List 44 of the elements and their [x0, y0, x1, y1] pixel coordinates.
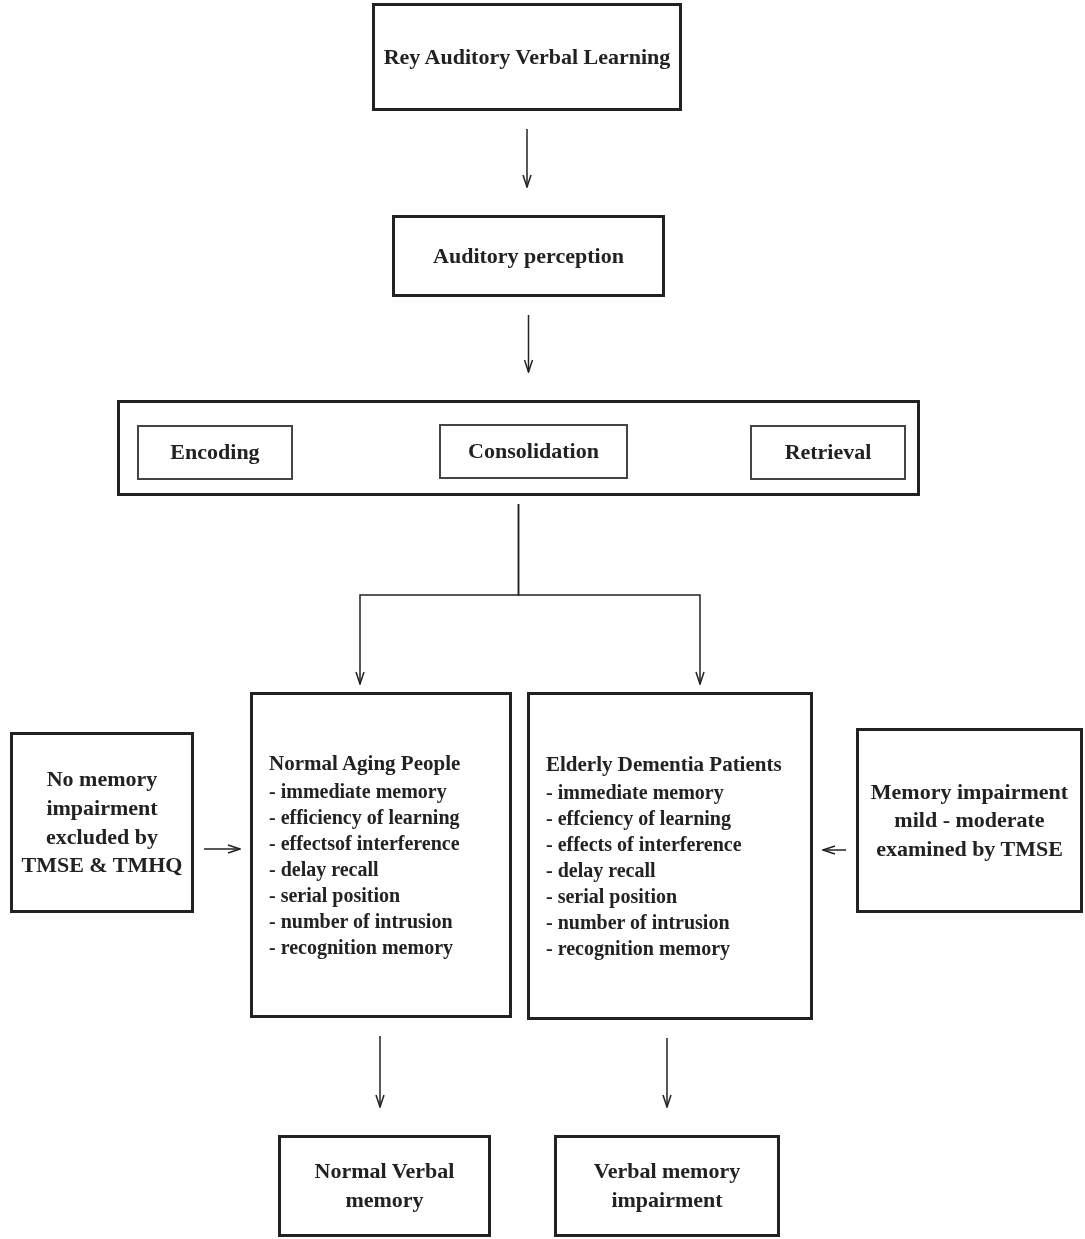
list-item: - delay recall [269, 856, 380, 882]
box-label: Memory impairment mild - moderate examined by TMSE [869, 777, 1070, 863]
process-box [278, 1135, 491, 1237]
box-label: Rey Auditory Verbal Learning [383, 42, 671, 71]
group-box [527, 692, 813, 1020]
list-item: - number of intrusion [546, 909, 731, 935]
arrow [517, 503, 705, 685]
arrow [523, 314, 534, 373]
box-label: No memory impairment excluded by TMSE & TMHQ [21, 765, 183, 880]
list-item: - serial position [269, 882, 402, 908]
list-item: - effects of interference [546, 831, 743, 857]
arrow [522, 128, 532, 188]
box-label: Verbal memory impairment [592, 1157, 742, 1214]
process-box [439, 424, 628, 479]
group-heading: Normal Aging People [269, 750, 462, 778]
arrow [203, 844, 241, 854]
list-item: - immediate memory [546, 779, 725, 805]
arrow [375, 1035, 385, 1108]
box-label: Retrieval [784, 438, 872, 467]
list-item: - number of intrusion [269, 908, 454, 934]
box-label: Consolidation [468, 437, 599, 466]
list-item: - delay recall [546, 857, 657, 883]
process-box [554, 1135, 780, 1237]
list-item: - effectsof interference [269, 830, 461, 856]
list-item: - immediate memory [269, 778, 448, 804]
list-item: - effciency of learning [546, 805, 732, 831]
group-box [250, 692, 512, 1018]
list-item: - efficiency of learning [269, 804, 461, 830]
box-label: Normal Verbal memory [313, 1157, 456, 1214]
arrow [662, 1037, 672, 1108]
process-box [10, 732, 194, 913]
stage-group-box [117, 400, 920, 496]
list-item: - recognition memory [546, 935, 732, 961]
group-heading: Elderly Dementia Patients [546, 751, 783, 779]
box-label: Encoding [170, 438, 260, 467]
list-item: - serial position [546, 883, 679, 909]
arrow [822, 845, 847, 855]
process-box [392, 215, 665, 297]
process-box [856, 728, 1083, 913]
list-item: - recognition memory [269, 934, 455, 960]
box-label: Auditory perception [433, 241, 624, 270]
process-box [137, 425, 293, 480]
process-box [750, 425, 906, 480]
process-box [372, 3, 682, 111]
